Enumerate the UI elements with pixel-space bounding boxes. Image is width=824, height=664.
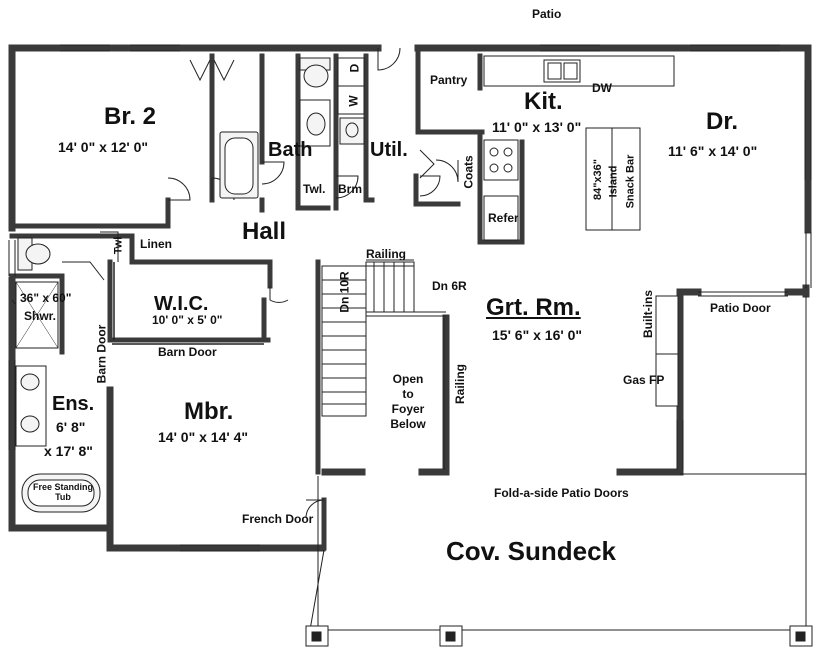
- tub-line-2: Tub: [55, 492, 71, 502]
- freestanding-tub-label: Free Standing Tub: [26, 482, 100, 502]
- built-ins-label: Built-ins: [641, 290, 655, 338]
- dining-dim: 11' 6" x 14' 0": [668, 143, 758, 159]
- tub-line-1: Free Standing: [32, 482, 93, 492]
- island-size-label: 84"x36": [592, 158, 605, 201]
- interior-walls: [9, 45, 525, 551]
- exterior-walls: [8, 44, 812, 552]
- master-bedroom-dim: 14' 0" x 14' 4": [158, 429, 248, 445]
- washer-label: W: [346, 95, 361, 107]
- island-label: Island: [607, 165, 620, 198]
- ensuite-label: Ens.: [52, 393, 95, 415]
- dishwasher-label: DW: [592, 81, 612, 95]
- bath-label: Bath: [268, 139, 313, 161]
- stairs-down-10r-label: Dn 10R: [337, 271, 352, 313]
- shower-label: Shwr.: [24, 309, 57, 323]
- open-to-foyer-line-1: Open: [392, 372, 424, 386]
- ensuite-towel-label: Twl: [112, 236, 125, 255]
- bath-towel-label: Twl.: [303, 182, 326, 196]
- br2-label: Br. 2: [104, 103, 157, 130]
- kitchen-label: Kit.: [524, 88, 563, 115]
- linen-label: Linen: [140, 237, 172, 251]
- br2-dim: 14' 0" x 12' 0": [58, 139, 148, 155]
- barn-door-wic-label: Barn Door: [158, 345, 217, 359]
- ensuite-dim-2: x 17' 8": [44, 443, 93, 459]
- french-door-label: French Door: [242, 512, 314, 526]
- master-bedroom-label: Mbr.: [184, 398, 234, 425]
- railing-top-label: Railing: [366, 247, 407, 261]
- pantry-label: Pantry: [430, 73, 468, 87]
- fold-a-side-doors-label: Fold-a-side Patio Doors: [494, 486, 629, 500]
- snack-bar-label: Snack Bar: [624, 154, 637, 209]
- fixtures: [15, 57, 365, 513]
- great-room-label: Grt. Rm.: [486, 294, 581, 321]
- util-label: Util.: [370, 139, 408, 161]
- gas-fireplace-label: Gas FP: [623, 373, 665, 387]
- open-to-foyer-line-3: Foyer: [391, 402, 425, 416]
- refrigerator-label: Refer: [488, 211, 519, 225]
- patio-door-label: Patio Door: [710, 301, 771, 315]
- patio-label: Patio: [532, 7, 562, 21]
- ensuite-dim-1: 6' 8": [56, 419, 86, 435]
- open-to-foyer-line-2: to: [402, 387, 414, 401]
- barn-door-ensuite-label: Barn Door: [94, 324, 109, 384]
- fireplace: [655, 295, 679, 407]
- kitchen-fixtures: [483, 55, 675, 241]
- open-to-foyer-line-4: Below: [390, 417, 426, 431]
- wic-dim: 10' 0" x 5' 0": [152, 313, 223, 327]
- sundeck: [305, 291, 813, 647]
- dining-label: Dr.: [706, 108, 739, 135]
- coats-closet-label: Coats: [461, 155, 476, 189]
- wic-label: W.I.C.: [154, 293, 209, 315]
- broom-closet-label: Brm: [338, 182, 363, 196]
- covered-sundeck-label: Cov. Sundeck: [446, 536, 617, 566]
- shower-size-label: 36" x 60": [20, 291, 72, 305]
- dryer-label: D: [347, 63, 362, 73]
- great-room-dim: 15' 6" x 16' 0": [492, 327, 582, 343]
- railing-side-label: Railing: [453, 363, 468, 405]
- door-swings: [11, 47, 459, 519]
- stairs-down-6r-label: Dn 6R: [432, 279, 467, 293]
- windows: [8, 44, 812, 552]
- open-to-foyer-note: Open to Foyer Below: [380, 372, 436, 432]
- hall-label: Hall: [242, 218, 287, 245]
- kitchen-dim: 11' 0" x 13' 0": [492, 119, 582, 135]
- stairs: [321, 259, 446, 470]
